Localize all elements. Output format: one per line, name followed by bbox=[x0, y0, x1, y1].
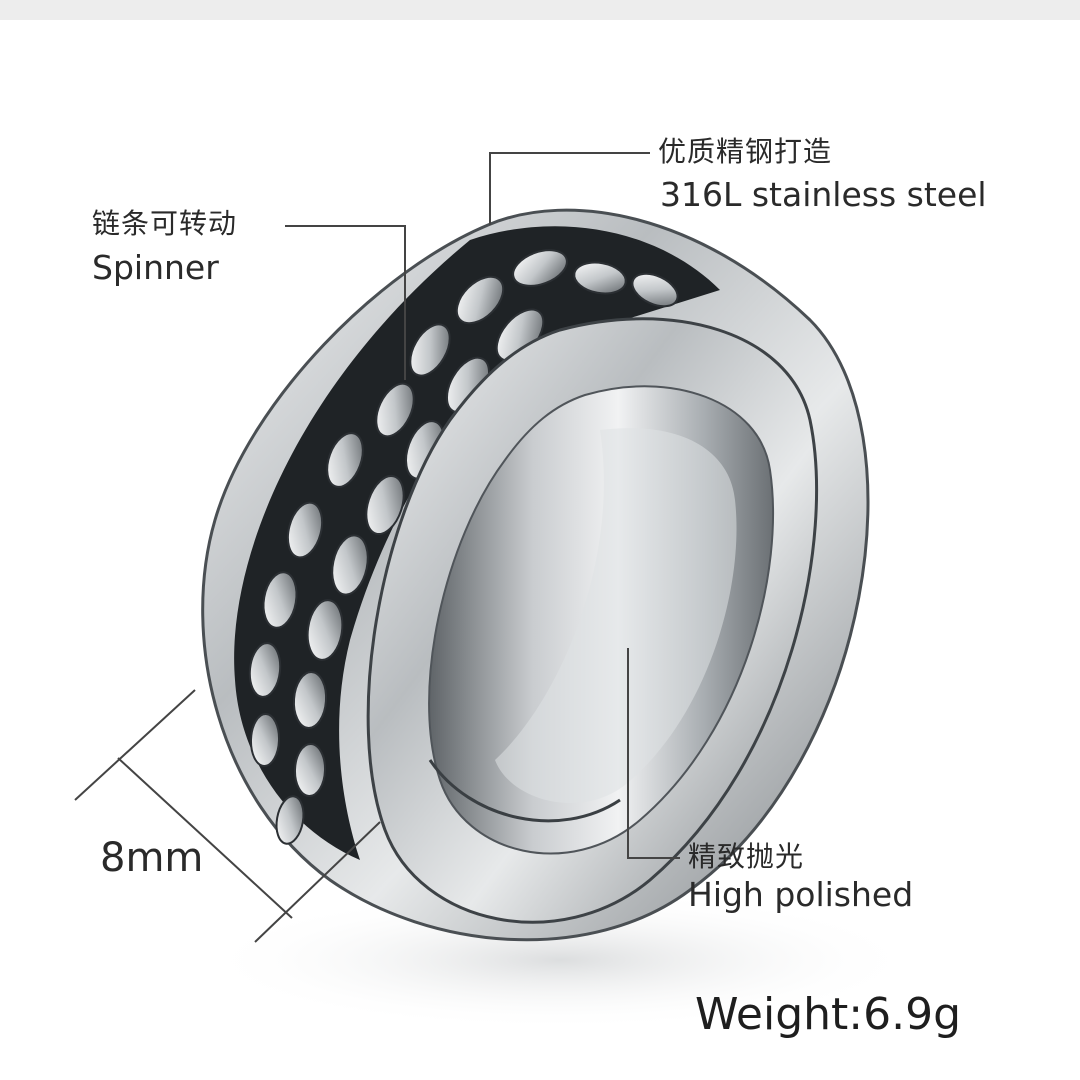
top-bar bbox=[0, 0, 1080, 20]
chain-groove bbox=[234, 226, 720, 861]
label-spinner-en: Spinner bbox=[92, 248, 219, 287]
label-steel-zh: 优质精钢打造 bbox=[658, 135, 833, 168]
chain-links bbox=[248, 249, 679, 845]
label-polish-en: High polished bbox=[688, 875, 914, 914]
leader-lines bbox=[74, 152, 680, 943]
label-width: 8mm bbox=[100, 835, 204, 881]
label-polish-zh: 精致抛光 bbox=[688, 840, 805, 873]
label-spinner-zh: 链条可转动 bbox=[92, 207, 238, 240]
label-steel-en: 316L stainless steel bbox=[660, 175, 987, 214]
ground-shadow bbox=[200, 890, 920, 1030]
label-weight: Weight:6.9g bbox=[695, 989, 962, 1040]
